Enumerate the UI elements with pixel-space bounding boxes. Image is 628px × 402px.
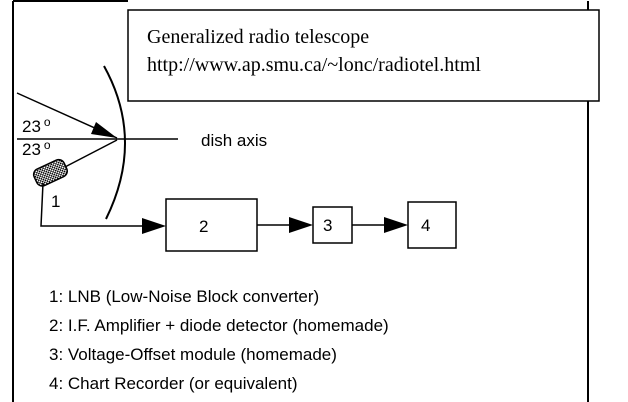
arrow-to-block-3: [289, 217, 313, 233]
legend-item-4: 4: Chart Recorder (or equivalent): [49, 374, 298, 393]
legend-item-2: 2: I.F. Amplifier + diode detector (home…: [49, 316, 389, 335]
lnb-feed-icon: [32, 158, 68, 187]
reflected-ray: [62, 139, 118, 169]
legend-item-1: 1: LNB (Low-Noise Block converter): [49, 287, 319, 306]
dish-axis-label: dish axis: [201, 131, 267, 150]
legend: 1: LNB (Low-Noise Block converter) 2: I.…: [49, 287, 389, 393]
block-2: [165, 198, 258, 252]
caption-box: [127, 9, 600, 102]
block-4: [407, 201, 457, 249]
block-3: [312, 206, 353, 244]
block-4-label: 4: [421, 216, 430, 235]
block-3-label: 3: [323, 216, 332, 235]
block-2-label: 2: [199, 217, 208, 236]
incoming-ray-arrowhead: [91, 122, 117, 138]
legend-item-3: 3: Voltage-Offset module (homemade): [49, 345, 337, 364]
lnb-cable: [40, 182, 145, 227]
lnb-number-label: 1: [51, 192, 60, 211]
parabolic-dish: [103, 65, 126, 220]
caption-url: http://www.ap.smu.ca/~lonc/radiotel.html: [147, 54, 481, 76]
arrow-to-block-4: [384, 217, 408, 233]
arrow-to-block-2: [142, 218, 166, 234]
caption-title: Generalized radio telescope: [147, 26, 369, 48]
